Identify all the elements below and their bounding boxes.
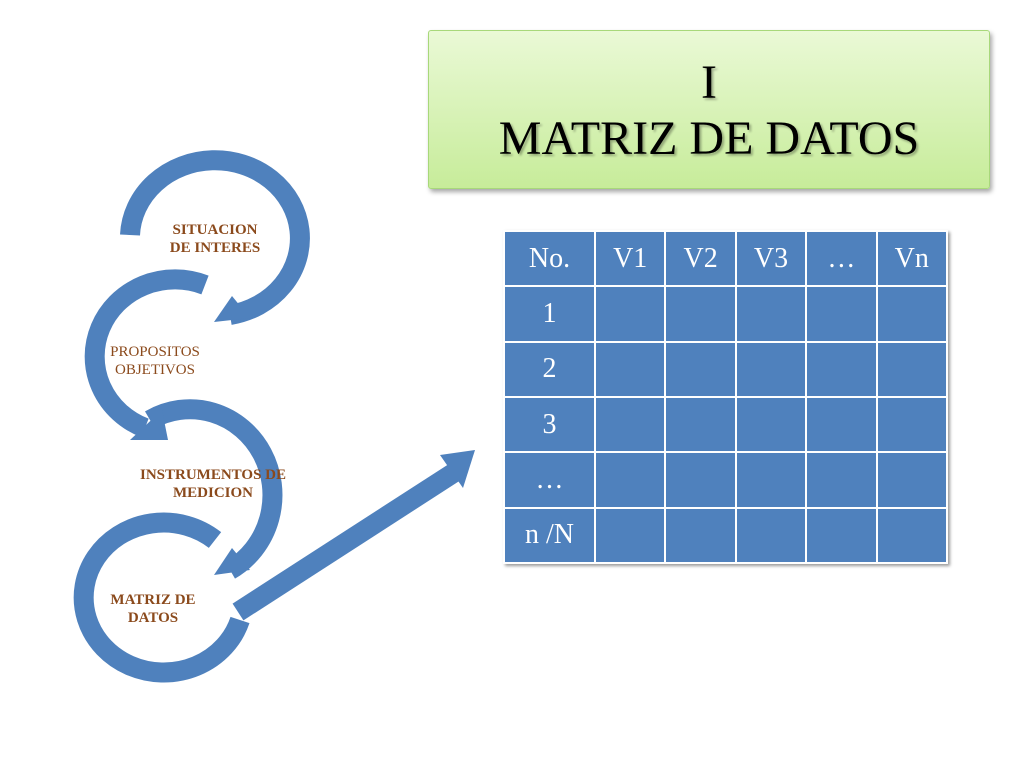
table-cell: [805, 451, 878, 509]
flow-arc-3: [145, 399, 283, 579]
table-cell: [875, 451, 949, 509]
flow-arc-1: [120, 150, 310, 325]
table-cell: [664, 285, 737, 343]
row-label: n /N: [503, 506, 596, 565]
header-cell: No.: [503, 229, 596, 288]
flow-step-2: PROPOSITOS OBJETIVOS: [110, 344, 200, 378]
table-header-row: No. V1 V2 V3 … Vn: [503, 229, 949, 288]
table-cell: [593, 285, 667, 343]
connector-line: [232, 461, 464, 621]
row-label: 2: [503, 340, 596, 398]
table-cell: [664, 506, 737, 565]
flow-arrowhead-3: [214, 548, 250, 575]
flow-arrowhead-1: [214, 296, 250, 322]
table-cell: [805, 395, 878, 454]
header-cell: V3: [734, 229, 808, 288]
table-cell: [593, 451, 667, 509]
header-cell: V1: [593, 229, 667, 288]
header-cell: Vn: [875, 229, 949, 288]
flow-step-1: SITUACION DE INTERES: [169, 222, 261, 256]
data-matrix-table: No. V1 V2 V3 … Vn 1 2 3 … n /N: [503, 229, 949, 565]
table-row: n /N: [503, 506, 949, 565]
table-cell: [805, 506, 878, 565]
table-cell: [734, 340, 808, 398]
table-cell: [664, 340, 737, 398]
row-label: 1: [503, 285, 596, 343]
row-label: 3: [503, 395, 596, 454]
page-title: MATRIZ DE DATOS: [498, 112, 920, 165]
table-row: …: [503, 451, 949, 509]
table-cell: [805, 285, 878, 343]
row-label: …: [503, 451, 596, 509]
table-cell: [875, 340, 949, 398]
table-cell: [875, 285, 949, 343]
table-cell: [734, 285, 808, 343]
table-cell: [593, 506, 667, 565]
table-cell: [875, 395, 949, 454]
header-cell: …: [805, 229, 878, 288]
table-cell: [593, 340, 667, 398]
table-cell: [875, 506, 949, 565]
table-cell: [593, 395, 667, 454]
flow-arrowhead-2: [130, 410, 168, 440]
title-box: I MATRIZ DE DATOS: [428, 30, 990, 189]
flow-arc-4: [73, 512, 250, 683]
table-cell: [734, 506, 808, 565]
table-cell: [734, 451, 808, 509]
flow-arc-2: [84, 269, 209, 438]
table-cell: [664, 395, 737, 454]
header-cell: V2: [664, 229, 737, 288]
table-row: 1: [503, 285, 949, 343]
table-cell: [734, 395, 808, 454]
flow-step-4: MATRIZ DE DATOS: [110, 592, 196, 626]
table-cell: [805, 340, 878, 398]
flow-step-3: INSTRUMENTOS DE MEDICION: [139, 467, 286, 501]
table-row: 3: [503, 395, 949, 454]
title-numeral: I: [701, 56, 717, 109]
table-cell: [664, 451, 737, 509]
table-row: 2: [503, 340, 949, 398]
connector-arrowhead: [440, 450, 475, 488]
